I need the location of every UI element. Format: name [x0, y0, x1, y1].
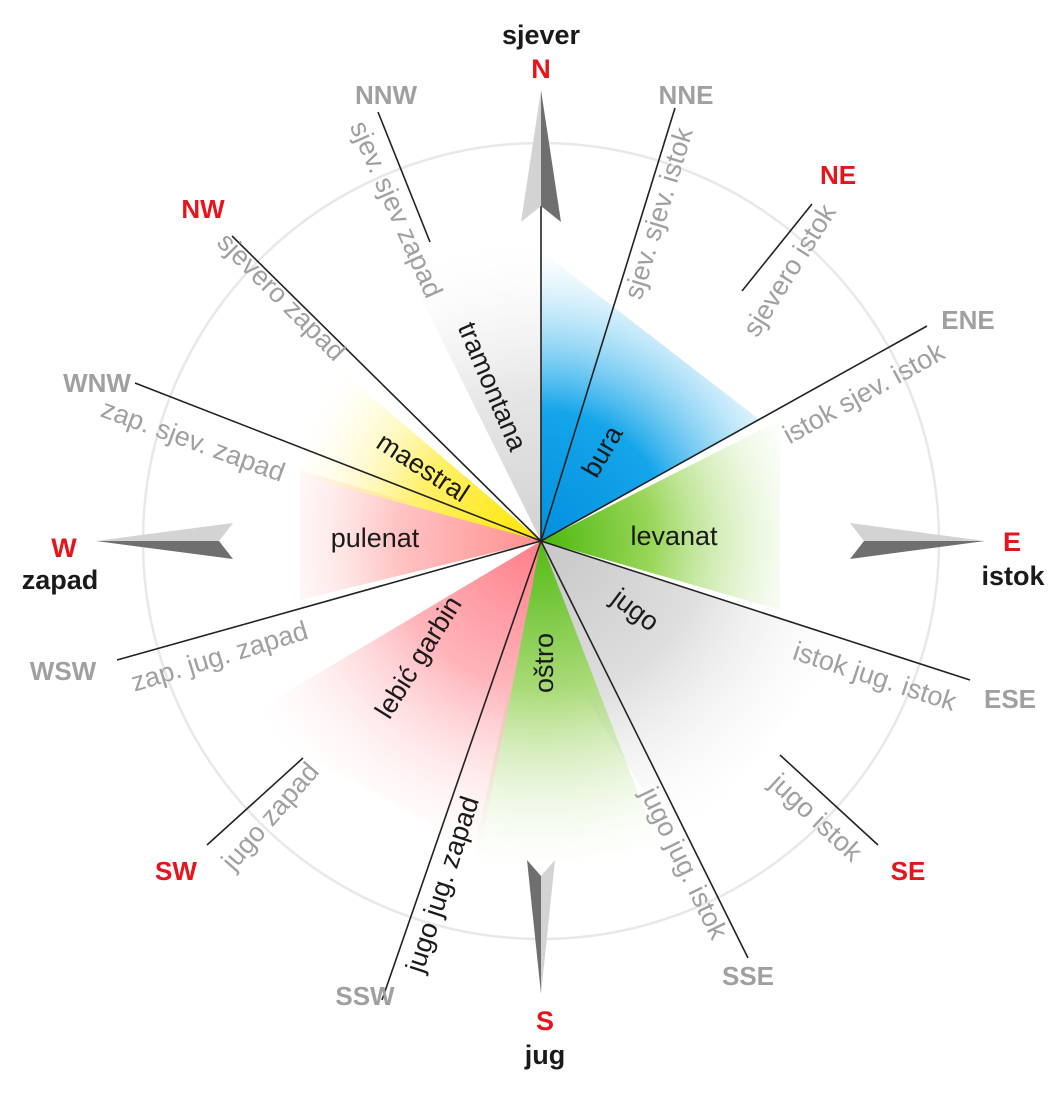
sector-pulenat: [300, 470, 541, 600]
sector-tramontana: [395, 245, 541, 541]
abbr-wnw: WNW: [63, 368, 131, 398]
sector-bura: [541, 251, 760, 541]
line-ssw: [381, 540, 542, 1001]
abbr-sw: SW: [155, 856, 197, 886]
line-ene: [540, 325, 928, 542]
name-wsw: zap. jug. zapad: [127, 615, 311, 697]
abbr-ene: ENE: [941, 305, 994, 335]
wind-sectors: [240, 245, 850, 870]
arrow-east-icon: [850, 523, 985, 559]
abbr-ese: ESE: [984, 684, 1036, 714]
abbr-wsw: WSW: [30, 656, 97, 686]
name-nnw: sjev. sjev zapad: [344, 116, 449, 302]
north-name: sjever: [502, 20, 581, 50]
west-name: zapad: [22, 565, 99, 595]
direction-lines: [116, 107, 971, 1001]
abbr-sse: SSE: [722, 961, 774, 991]
sector-levanat: [541, 420, 780, 610]
line-ne: [741, 203, 813, 292]
wind-pulenat: pulenat: [331, 523, 420, 553]
wind-ostro: oštro: [529, 633, 559, 693]
abbr-se: SE: [891, 856, 926, 886]
name-ne: sjevero istok: [737, 198, 842, 342]
abbr-nne: NNE: [659, 80, 714, 110]
cardinal-arrows: [96, 90, 985, 994]
line-wnw: [134, 382, 542, 542]
abbr-ssw: SSW: [335, 981, 395, 1011]
north-abbr: N: [531, 54, 551, 84]
east-abbr: E: [1003, 527, 1021, 557]
line-wsw: [116, 540, 542, 661]
line-nnw: [377, 111, 431, 243]
abbr-nw: NW: [181, 194, 225, 224]
name-wnw: zap. sjev. zapad: [97, 393, 289, 487]
line-sw: [206, 757, 304, 846]
south-name: jug: [524, 1040, 566, 1070]
wind-levanat: levanat: [630, 521, 718, 551]
line-sse: [540, 540, 749, 959]
sector-ostro: [470, 541, 660, 870]
line-nne: [540, 107, 676, 542]
name-se: jugo istok: [763, 767, 868, 868]
sector-maestral: [280, 370, 541, 541]
line-nw: [231, 235, 542, 542]
arrow-south-icon: [527, 860, 555, 994]
west-abbr: W: [51, 533, 77, 563]
line-se: [779, 754, 879, 846]
arrow-north-icon: [521, 90, 561, 222]
cardinal-labels: sjever N E istok S jug W zapad: [22, 20, 1046, 1070]
name-nw: sjevero zapad: [211, 227, 351, 367]
abbr-nnw: NNW: [355, 80, 418, 110]
name-sw: jugo zapad: [215, 756, 325, 876]
south-abbr: S: [536, 1006, 554, 1036]
sector-jugo: [541, 541, 850, 850]
line-ese: [540, 540, 971, 681]
arrow-west-icon: [96, 523, 233, 559]
intercardinal-abbrs: NNE NE ENE ESE SE SSE SSW SW WSW WNW NW …: [30, 80, 1036, 1011]
east-name: istok: [981, 561, 1045, 591]
sector-lebic: [240, 541, 541, 850]
abbr-ne: NE: [820, 160, 856, 190]
name-nne: sjev. sjev. istok: [618, 124, 699, 303]
